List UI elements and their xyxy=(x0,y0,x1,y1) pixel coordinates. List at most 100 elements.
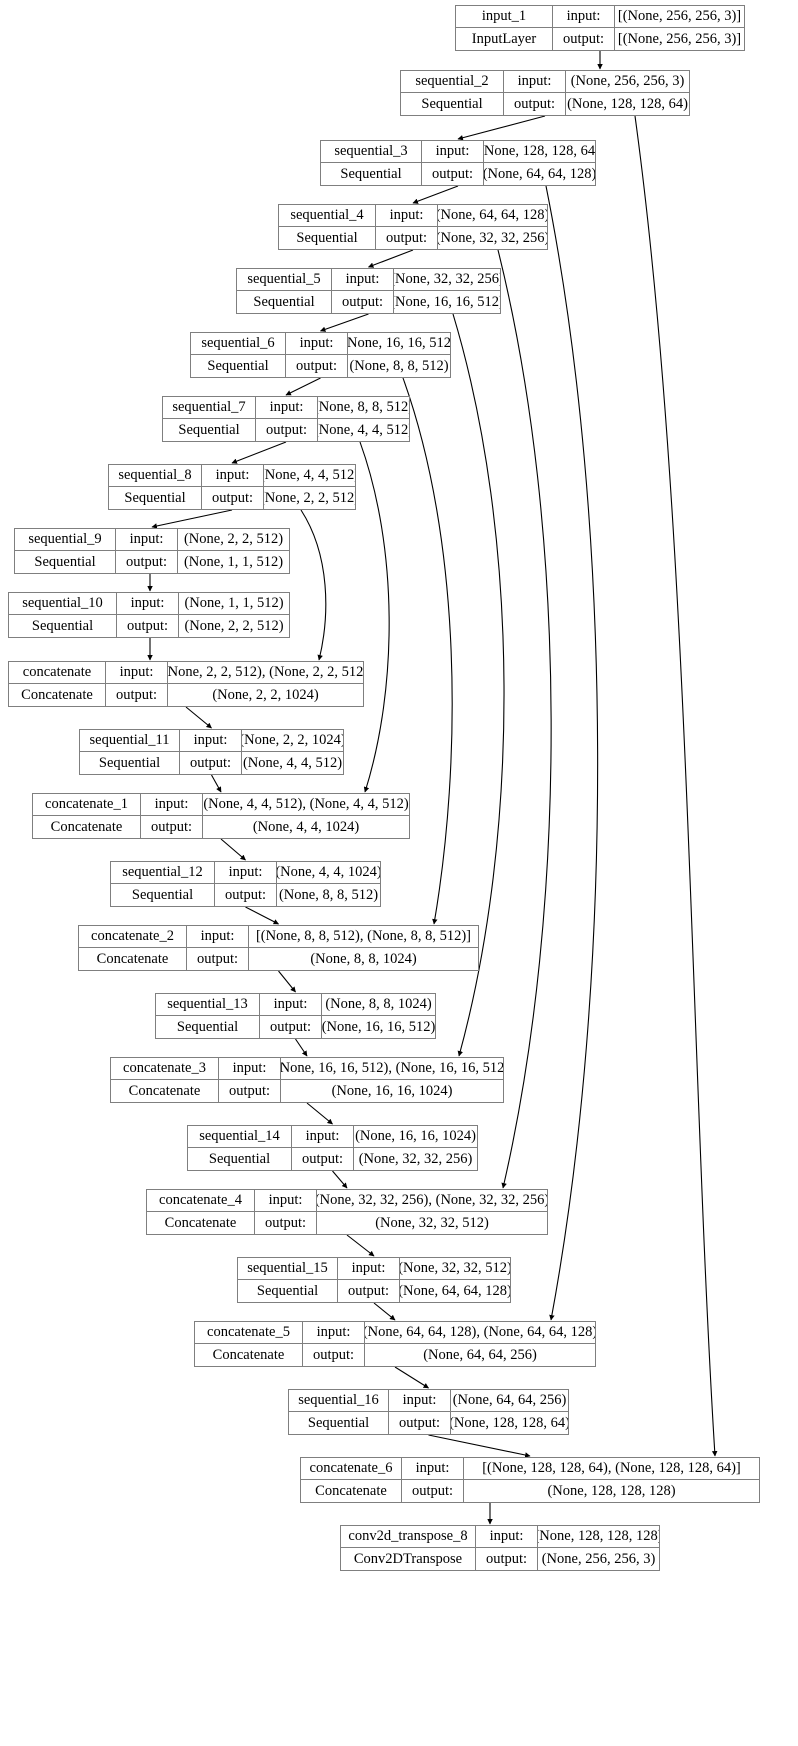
node-layer-class: Sequential xyxy=(15,551,116,573)
node-layer-class: Sequential xyxy=(191,355,286,377)
node-output-shape: (None, 2, 2, 1024) xyxy=(212,686,319,703)
node-layer-class: InputLayer xyxy=(456,28,553,50)
node-output-shape: (None, 1, 1, 512) xyxy=(183,553,284,570)
node-output-shape: (None, 8, 8, 512) xyxy=(349,357,449,374)
node-layer-class: Sequential xyxy=(163,419,256,441)
node-layer-class: Concatenate xyxy=(111,1080,219,1102)
node-input-label: input: xyxy=(476,1526,538,1548)
node-layer-name: sequential_2 xyxy=(401,71,504,93)
node-input-label: input: xyxy=(402,1458,464,1480)
node-input-label: input: xyxy=(187,926,249,948)
node-input-label: input: xyxy=(219,1058,281,1080)
node-input-shape: [(None, 64, 64, 128), (None, 64, 64, 128… xyxy=(365,1324,595,1341)
node-output-label: output: xyxy=(117,615,179,637)
node-output-shape: (None, 16, 16, 1024) xyxy=(331,1082,453,1099)
node-input-shape: (None, 16, 16, 1024) xyxy=(355,1128,476,1145)
node-output-shape: (None, 8, 8, 512) xyxy=(278,886,379,903)
node-output-label: output: xyxy=(553,28,615,50)
node-output-label: output: xyxy=(106,684,168,706)
node-output-label: output: xyxy=(332,291,394,313)
node-input-shape: (None, 128, 128, 128) xyxy=(538,1528,659,1545)
node-layer-name: concatenate_2 xyxy=(79,926,187,948)
node-input-label: input: xyxy=(504,71,566,93)
node-output-label: output: xyxy=(187,948,249,970)
node-layer-name: sequential_7 xyxy=(163,397,256,419)
node-input-shape: (None, 256, 256, 3) xyxy=(570,73,685,90)
node-input-label: input: xyxy=(106,662,168,684)
node-input-shape: (None, 32, 32, 256) xyxy=(394,271,500,288)
node-layer-class: Sequential xyxy=(321,163,422,185)
node-layer-class: Sequential xyxy=(237,291,332,313)
node-output-label: output: xyxy=(376,227,438,249)
node-output-label: output: xyxy=(116,551,178,573)
node-input-shape: (None, 64, 64, 128) xyxy=(438,207,547,224)
node-output-shape: (None, 32, 32, 256) xyxy=(438,229,547,246)
node-layer-class: Sequential xyxy=(401,93,504,115)
node-output-label: output: xyxy=(180,752,242,774)
node-output-label: output: xyxy=(402,1480,464,1502)
node-input-label: input: xyxy=(292,1126,354,1148)
node-input-label: input: xyxy=(303,1322,365,1344)
node-input-shape: [(None, 16, 16, 512), (None, 16, 16, 512… xyxy=(281,1060,503,1077)
node-layer-class: Concatenate xyxy=(195,1344,303,1366)
node-output-label: output: xyxy=(286,355,348,377)
node-layer-name: sequential_15 xyxy=(238,1258,338,1280)
node-output-label: output: xyxy=(338,1280,400,1302)
node-output-label: output: xyxy=(141,816,203,838)
node-output-shape: (None, 4, 4, 1024) xyxy=(252,818,360,835)
node-input-label: input: xyxy=(180,730,242,752)
node-input-label: input: xyxy=(255,1190,317,1212)
node-input-shape: (None, 16, 16, 512) xyxy=(348,335,450,352)
node-input-label: input: xyxy=(202,465,264,487)
node-input-shape: [(None, 128, 128, 64), (None, 128, 128, … xyxy=(482,1460,741,1477)
node-input-shape: (None, 64, 64, 256) xyxy=(452,1392,567,1409)
node-input-label: input: xyxy=(215,862,277,884)
node-layer-name: sequential_4 xyxy=(279,205,376,227)
node-layer-class: Sequential xyxy=(9,615,117,637)
